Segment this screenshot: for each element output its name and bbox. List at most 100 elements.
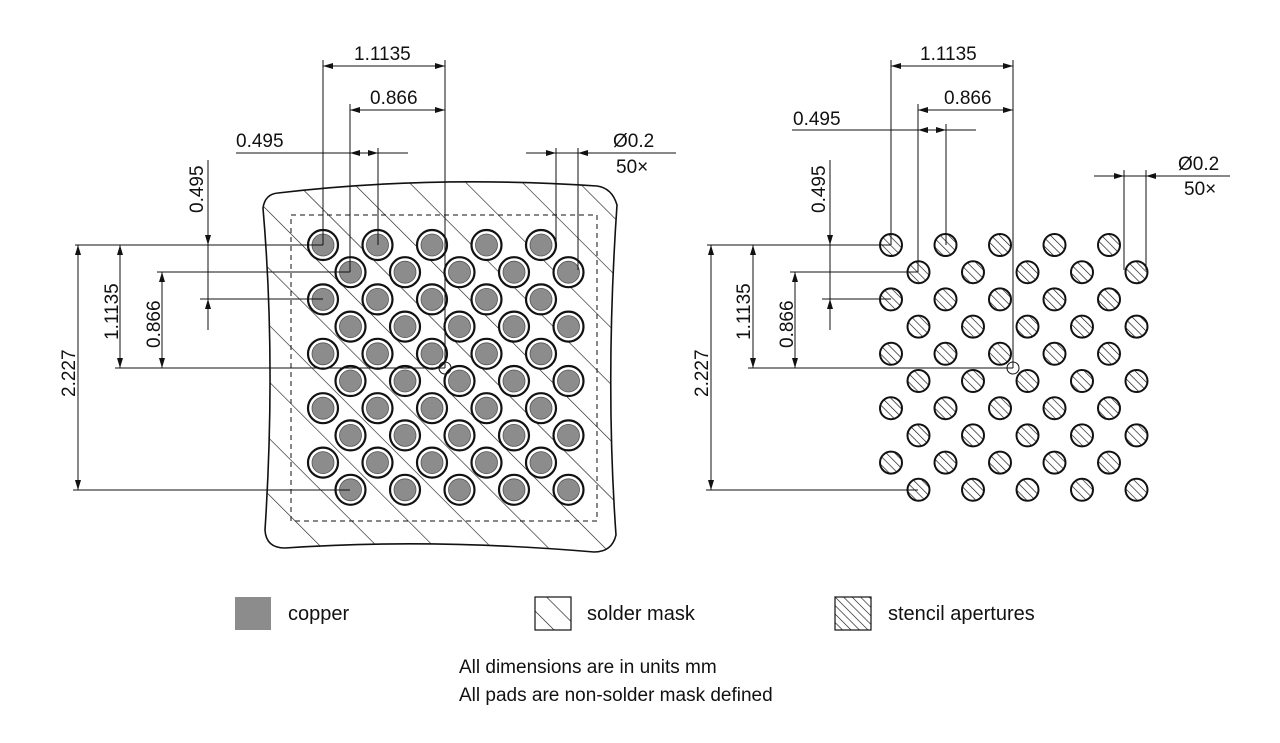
stencil-aperture [988,450,1012,475]
left-arrowheads [75,63,588,490]
copper-pad [502,315,526,339]
stencil-aperture [961,369,985,393]
copper-pad [420,396,444,420]
stencil-aperture [906,314,931,339]
stencil-aperture [988,396,1012,421]
dim-left-offset-y: 0.495 [187,165,208,213]
dim-right-col-pitch: 0.866 [777,300,798,348]
copper-pad [448,260,471,284]
copper-pad [366,342,389,366]
stencil-aperture [1042,396,1067,421]
stencil-aperture [1124,423,1149,448]
dim-top-pitch-right: 1.1135 [920,44,977,65]
copper-pad [502,423,526,447]
dim-right-row-pitch: 1.1135 [734,283,755,340]
copper-pad [557,260,580,284]
stencil-aperture [1070,369,1094,393]
notes: All dimensions are in units mm All pads … [459,657,773,706]
copper-pad [393,478,417,502]
legend: copper solder mask stencil apertures [235,596,1035,631]
copper-pad [529,451,553,475]
copper-pad [420,233,444,257]
stencil-aperture [1042,341,1067,366]
stencil-aperture [1124,477,1149,502]
copper-pad [448,423,471,447]
copper-pad [475,287,498,311]
copper-pad [502,260,526,284]
copper-pad [393,260,417,284]
stencil-aperture [961,314,985,339]
stencil-aperture [1097,396,1121,421]
copper-pad [557,423,580,447]
copper-pad [448,478,471,502]
stencil-aperture [933,341,958,366]
copper-pad [420,342,444,366]
dim-left-total: 2.227 [59,349,80,397]
copper-pad [311,342,335,366]
stencil-aperture [1097,341,1121,366]
left-view: 1.1135 0.866 0.495 Ø0.2 50× 0.495 1.1135… [59,44,676,553]
copper-pad [529,233,553,257]
copper-pad [557,369,580,393]
copper-pad [557,478,580,502]
dim-right-offset-y: 0.495 [809,165,830,213]
stencil-aperture [1097,287,1121,312]
copper-pad [557,315,580,339]
copper-pad [311,396,335,420]
stencil-aperture [988,233,1012,257]
stencil-aperture [1070,477,1094,502]
stencil-aperture [961,423,985,448]
legend-solder-mask-label: solder mask [587,603,696,625]
copper-pad [475,451,498,475]
copper-pad [366,451,389,475]
stencil-aperture [961,477,985,502]
note-pads: All pads are non-solder mask defined [459,685,773,706]
copper-pad [339,423,362,447]
stencil-aperture [1015,369,1040,393]
dim-left-col-pitch: 0.866 [144,300,165,348]
legend-copper-swatch [235,597,271,630]
right-view: 1.1135 0.866 0.495 Ø0.2 50× 0.495 1.1135… [692,44,1230,502]
copper-pad [448,315,471,339]
dim-top-pitch-x-right: 0.866 [944,88,992,109]
stencil-aperture [1042,233,1067,257]
copper-pad [393,369,417,393]
dim-diameter-right: Ø0.2 [1178,154,1219,175]
copper-pad [420,451,444,475]
copper-pad [339,315,362,339]
stencil-aperture [879,396,903,421]
dim-top-offset: 0.495 [236,131,284,152]
copper-pad [339,369,362,393]
dim-count: 50× [616,157,648,178]
copper-pad [393,423,417,447]
dim-top-pitch: 1.1135 [354,44,411,65]
stencil-apertures [879,233,1149,502]
stencil-aperture [1015,260,1040,285]
stencil-aperture [961,260,985,285]
stencil-aperture [988,341,1012,366]
copper-pad [448,369,471,393]
stencil-aperture [1042,287,1067,312]
stencil-aperture [1015,477,1040,502]
stencil-aperture [1015,423,1040,448]
stencil-aperture [933,287,958,312]
copper-pad [366,396,389,420]
stencil-aperture [1124,369,1149,393]
copper-pad [529,287,553,311]
copper-pad [475,396,498,420]
stencil-aperture [1070,314,1094,339]
copper-pad [502,478,526,502]
stencil-aperture [1070,260,1094,285]
stencil-aperture [879,450,903,475]
copper-pads [306,228,585,506]
copper-pad [475,342,498,366]
copper-pad [366,287,389,311]
legend-solder-mask-swatch [534,596,572,631]
dim-left-row-pitch: 1.1135 [102,283,123,340]
dim-top-offset-right: 0.495 [793,109,841,130]
copper-pad [420,287,444,311]
dim-count-right: 50× [1184,179,1216,200]
copper-pad [502,369,526,393]
copper-pad [393,315,417,339]
stencil-aperture [1070,423,1094,448]
